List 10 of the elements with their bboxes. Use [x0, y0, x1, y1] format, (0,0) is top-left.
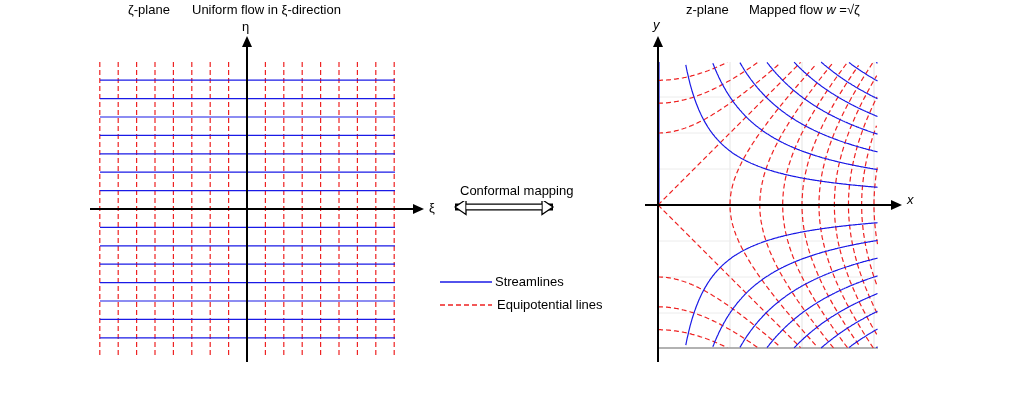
plot-title: Uniform flow in ξ-direction: [192, 3, 341, 16]
plot-title: Mapped flow w =√ζ: [749, 3, 860, 16]
axis-label: x: [907, 193, 914, 206]
plot-title: ζ-plane: [128, 3, 170, 16]
axis-label: η: [242, 20, 250, 33]
legend-text: Streamlines: [495, 275, 564, 288]
plot-title: z-plane: [686, 3, 729, 16]
axis-label: ξ: [429, 201, 435, 214]
legend-text: Equipotential lines: [497, 298, 603, 311]
axis-label: y: [653, 18, 660, 31]
